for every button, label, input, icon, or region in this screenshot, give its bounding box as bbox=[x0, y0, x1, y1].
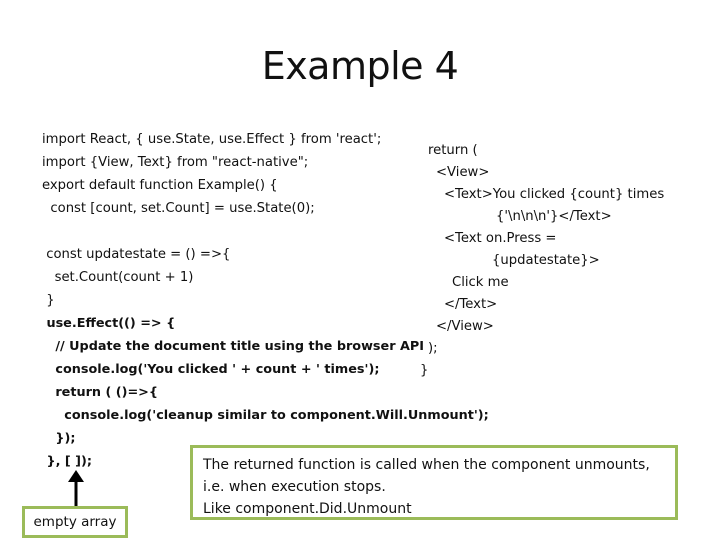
slide-title: Example 4 bbox=[261, 44, 459, 88]
empty-array-label: empty array bbox=[22, 506, 128, 538]
code-line: // Update the document title using the b… bbox=[42, 339, 425, 354]
code-line: {updatestate}> bbox=[492, 253, 600, 268]
code-line: Click me bbox=[452, 275, 509, 290]
code-line: set.Count(count + 1) bbox=[42, 270, 194, 285]
callout-line: i.e. when execution stops. bbox=[203, 479, 386, 495]
callout-line: The returned function is called when the… bbox=[203, 457, 650, 473]
code-line: ); bbox=[428, 341, 438, 356]
arrow-up-icon bbox=[68, 470, 84, 510]
code-line: export default function Example() { bbox=[42, 178, 278, 193]
code-line: }); bbox=[42, 431, 76, 446]
code-line: </Text> bbox=[444, 297, 498, 312]
code-line: const [count, set.Count] = use.State(0); bbox=[42, 201, 315, 216]
code-line: return ( ()=>{ bbox=[42, 385, 159, 400]
code-line: <Text on.Press = bbox=[444, 231, 557, 246]
code-line: } bbox=[420, 363, 429, 378]
code-line: <Text>You clicked {count} times bbox=[444, 187, 665, 202]
code-line: console.log('You clicked ' + count + ' t… bbox=[42, 362, 380, 377]
code-line: console.log('cleanup similar to componen… bbox=[42, 408, 489, 423]
code-line: } bbox=[42, 293, 55, 308]
code-line: use.Effect(() => { bbox=[42, 316, 176, 331]
code-line: const updatestate = () =>{ bbox=[42, 247, 231, 262]
code-line: </View> bbox=[436, 319, 494, 334]
code-line: }, [ ]); bbox=[42, 454, 93, 469]
code-line: {'\n\n\n'}</Text> bbox=[496, 209, 612, 224]
callout-line: Like component.Did.Unmount bbox=[203, 501, 412, 517]
code-line: import {View, Text} from "react-native"; bbox=[42, 155, 309, 170]
code-line: <View> bbox=[436, 165, 490, 180]
unmount-callout: The returned function is called when the… bbox=[190, 445, 678, 520]
code-line: import React, { use.State, use.Effect } … bbox=[42, 132, 382, 147]
code-line: return ( bbox=[428, 143, 478, 158]
